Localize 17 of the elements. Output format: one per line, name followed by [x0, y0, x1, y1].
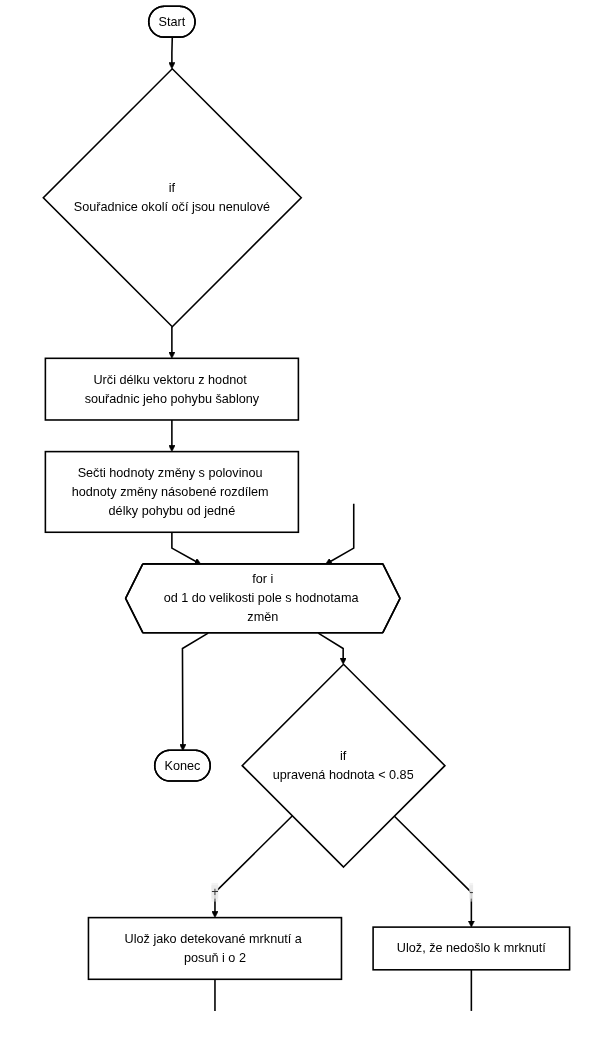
arrow	[325, 503, 355, 565]
arrow	[317, 632, 347, 665]
edge-label: -	[469, 885, 474, 899]
node-box: Ulož, že nedošlo k mrknutí	[372, 926, 571, 971]
connector	[214, 978, 216, 1012]
node-box: Ulož jako detekované mrknutí a posuň i o 2	[87, 916, 343, 981]
arrow	[179, 632, 209, 751]
edge-label: +	[211, 885, 219, 899]
arrow	[168, 419, 176, 452]
arrow	[171, 531, 202, 565]
node-diamond: if upravená hodnota < 0.85	[241, 663, 447, 869]
arrow	[168, 325, 176, 359]
node-box: Sečti hodnoty změny s polovinou hodnoty změny násobené rozdílem délky pohybu od jedné	[44, 450, 300, 534]
node-diamond: if Souřadnice okolí očí jsou nenulové	[42, 67, 303, 328]
arrow	[168, 36, 176, 70]
connector	[470, 969, 473, 1012]
node-box: Urči délku vektoru z hodnot souřadnic jeho pohybu šablony	[44, 357, 300, 421]
